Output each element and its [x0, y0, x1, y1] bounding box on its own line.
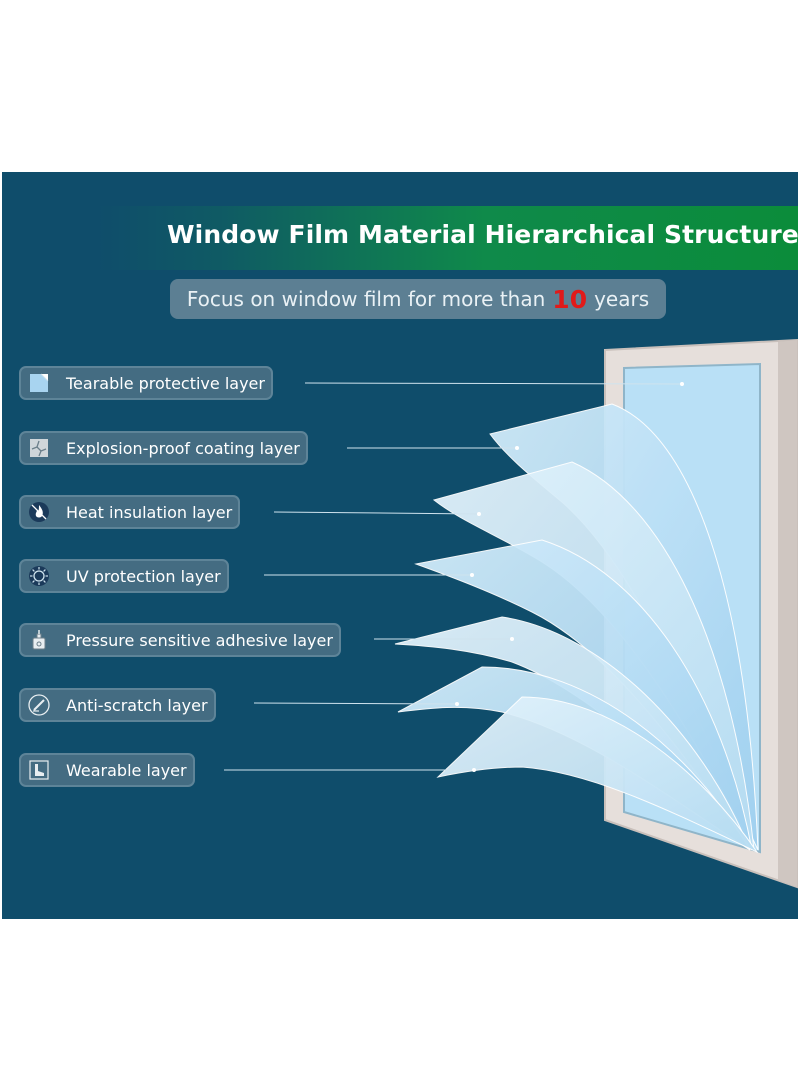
- layer-label-text: UV protection layer: [66, 566, 221, 586]
- layer-label-uv-protection: UV protection layer: [19, 559, 229, 593]
- subtitle-banner: Focus on window film for more than 10 ye…: [170, 279, 666, 319]
- layer-label-text: Pressure sensitive adhesive layer: [66, 630, 333, 650]
- subtitle-unit: years: [594, 287, 650, 311]
- layer-label-heat-insulation: Heat insulation layer: [19, 495, 241, 529]
- flame-icon: [28, 501, 50, 523]
- layer-label-tearable: Tearable protective layer: [19, 366, 273, 400]
- leader-lines: [224, 382, 683, 771]
- leader-dots: [455, 382, 684, 772]
- title-band: [97, 206, 798, 270]
- peel-corner-icon: [28, 372, 50, 394]
- boot-icon: [28, 759, 50, 781]
- film-layer-6: [436, 696, 759, 854]
- layer-label-adhesive: Pressure sensitive adhesive layer: [19, 623, 341, 657]
- layer-label-text: Heat insulation layer: [66, 502, 233, 522]
- window-film-illustration: [224, 338, 798, 889]
- layer-label-text: Anti-scratch layer: [66, 695, 208, 715]
- infographic-panel: Window Film Material Hierarchical Struct…: [2, 172, 798, 919]
- page-title: Window Film Material Hierarchical Struct…: [167, 220, 798, 249]
- subtitle-highlight-number: 10: [552, 284, 588, 314]
- uv-sun-icon: [28, 565, 50, 587]
- glue-bottle-icon: [28, 629, 50, 651]
- layer-label-text: Tearable protective layer: [66, 373, 265, 393]
- layer-label-text: Explosion-proof coating layer: [66, 438, 300, 458]
- layer-label-text: Wearable layer: [66, 760, 187, 780]
- layer-label-wearable: Wearable layer: [19, 753, 195, 787]
- cracked-glass-icon: [28, 437, 50, 459]
- layer-label-anti-scratch: Anti-scratch layer: [19, 688, 216, 722]
- layer-label-explosion-proof: Explosion-proof coating layer: [19, 431, 308, 465]
- window-frame-shadow: [778, 340, 797, 887]
- subtitle-text: Focus on window film for more than: [186, 287, 546, 311]
- scratch-pen-icon: [28, 694, 50, 716]
